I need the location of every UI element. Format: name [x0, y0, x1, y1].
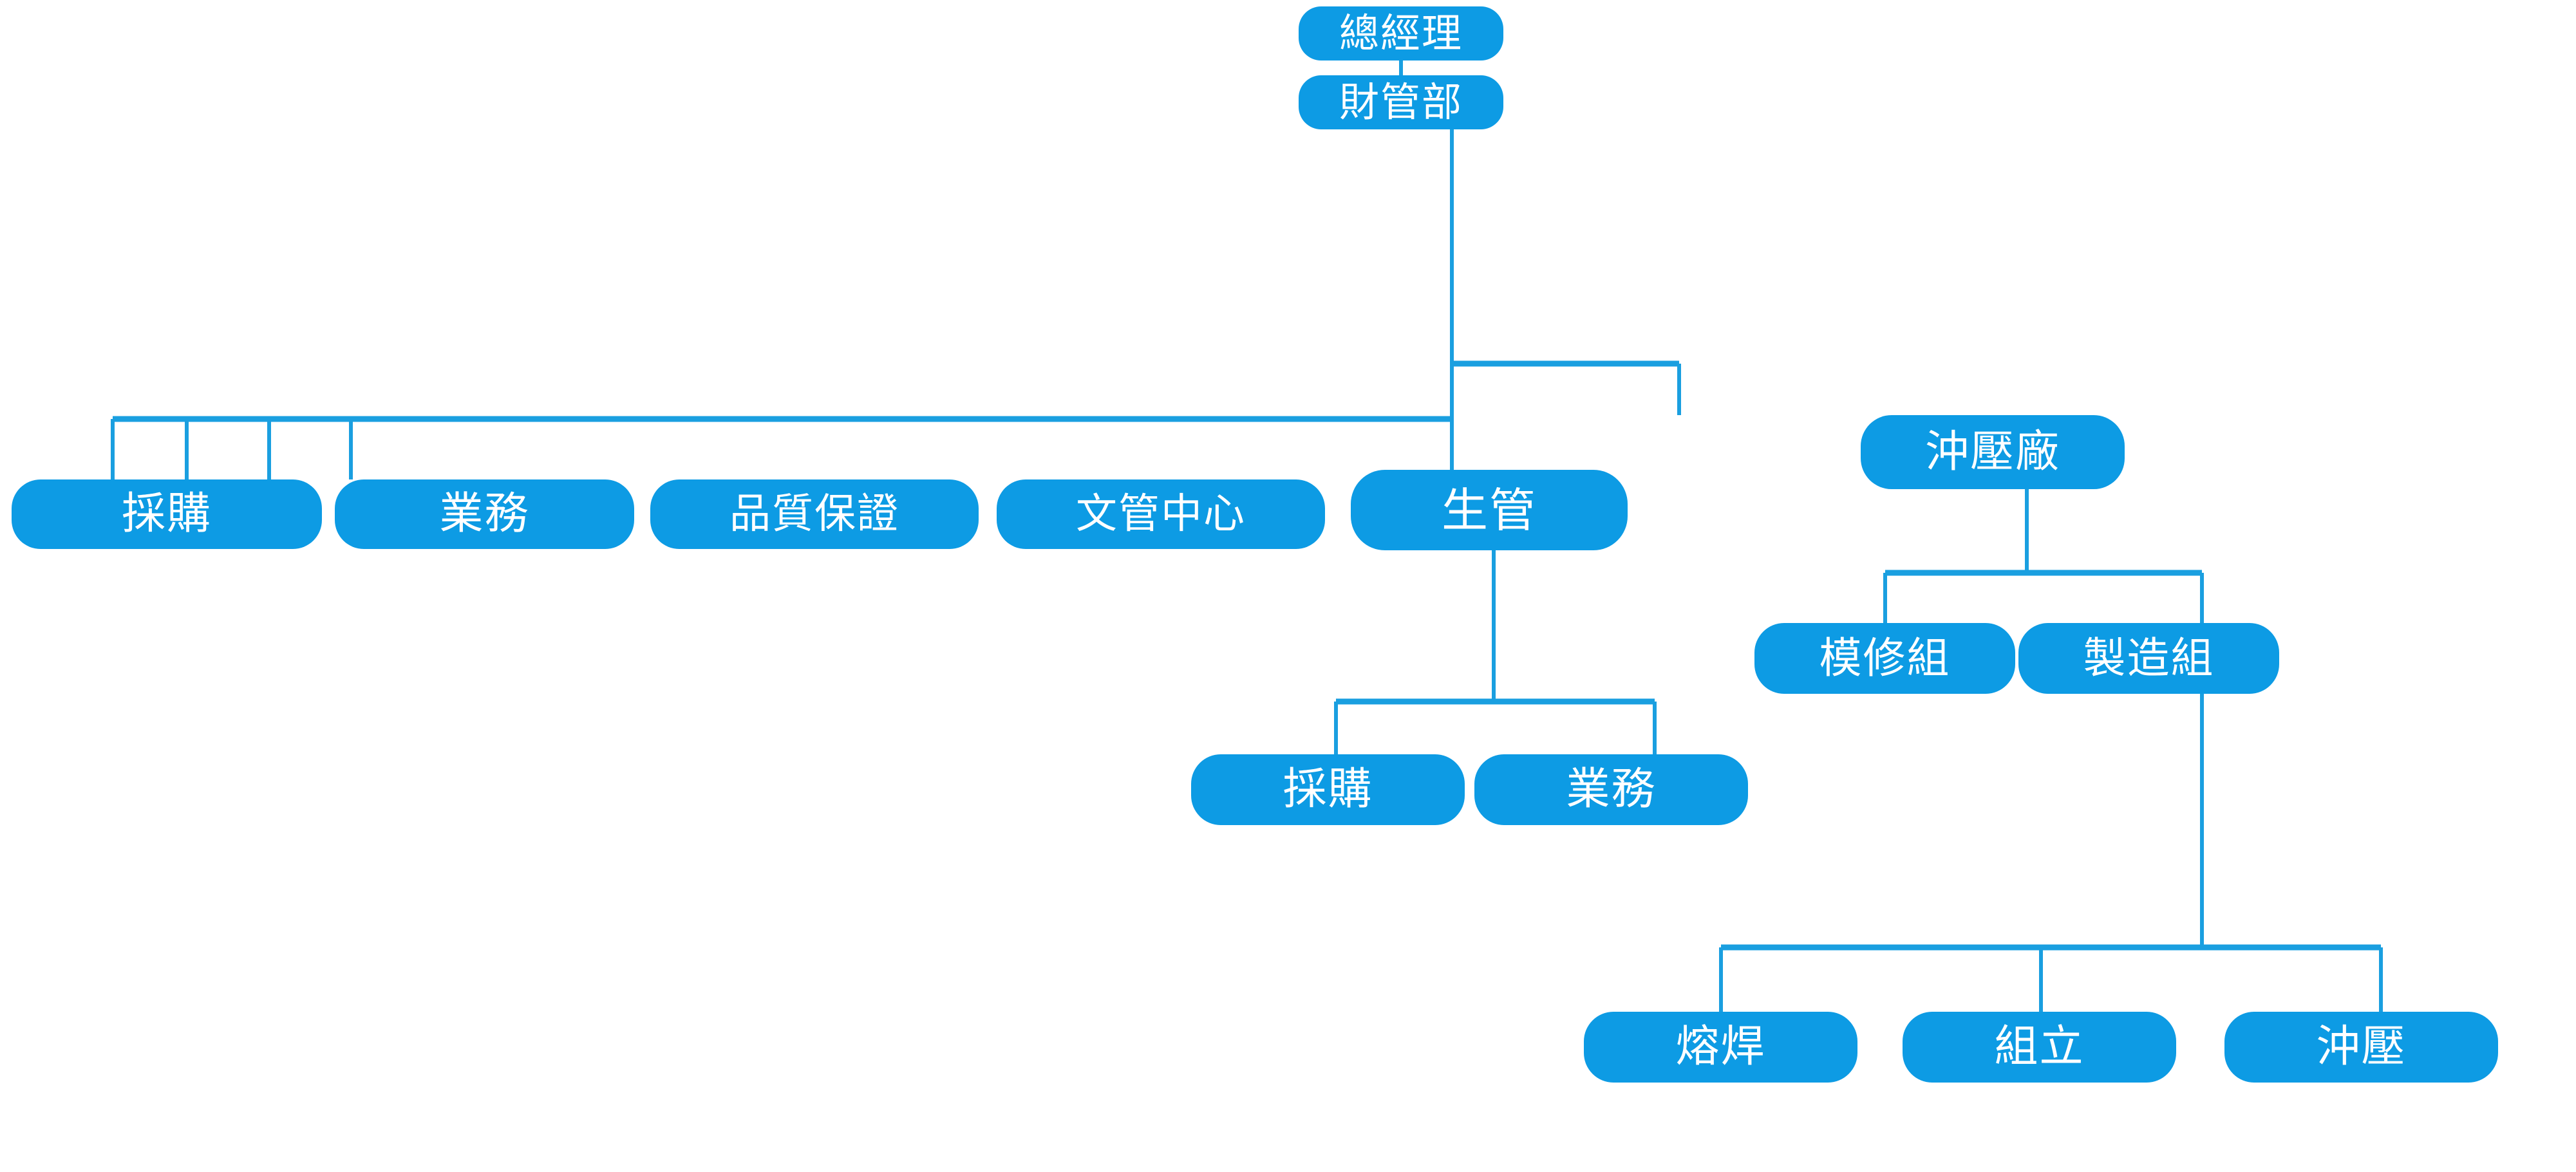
org-node-label-document-center: 文管中心: [1076, 490, 1246, 538]
org-node-label-sales-sub: 業務: [1566, 764, 1657, 815]
org-node-label-manufacturing-team: 製造組: [2083, 633, 2215, 683]
org-node-general-manager[interactable]: 總經理: [1299, 6, 1503, 60]
org-node-manufacturing-team[interactable]: 製造組: [2018, 623, 2279, 694]
org-node-label-sales-top: 業務: [439, 488, 530, 539]
org-node-label-procurement-sub: 採購: [1283, 764, 1373, 815]
org-node-finance-dept[interactable]: 財管部: [1299, 75, 1503, 129]
org-node-label-general-manager: 總經理: [1339, 10, 1463, 57]
org-node-sales-sub[interactable]: 業務: [1474, 754, 1748, 825]
org-node-sales-top[interactable]: 業務: [335, 479, 634, 549]
org-node-label-welding: 熔焊: [1675, 1021, 1766, 1072]
org-node-label-quality-assurance: 品質保證: [729, 490, 899, 538]
org-node-procurement-sub[interactable]: 採購: [1191, 754, 1465, 825]
org-node-label-finance-dept: 財管部: [1339, 79, 1463, 126]
org-node-label-procurement-top: 採購: [121, 488, 212, 539]
org-node-label-stamping: 沖壓: [2316, 1021, 2407, 1072]
org-node-stamping[interactable]: 沖壓: [2224, 1012, 2498, 1083]
org-node-document-center[interactable]: 文管中心: [997, 479, 1325, 549]
org-node-procurement-top[interactable]: 採購: [12, 479, 322, 549]
org-node-label-mold-repair-team: 模修組: [1819, 633, 1951, 683]
org-node-assembly[interactable]: 組立: [1903, 1012, 2176, 1083]
org-node-quality-assurance[interactable]: 品質保證: [650, 479, 979, 549]
org-node-label-production-control: 生管: [1441, 483, 1537, 537]
org-node-welding[interactable]: 熔焊: [1584, 1012, 1857, 1083]
org-node-label-stamping-plant: 沖壓廠: [1924, 426, 2060, 478]
org-node-stamping-plant[interactable]: 沖壓廠: [1861, 415, 2125, 489]
org-node-mold-repair-team[interactable]: 模修組: [1754, 623, 2015, 694]
org-node-production-control[interactable]: 生管: [1351, 470, 1628, 550]
org-node-label-assembly: 組立: [1994, 1021, 2085, 1072]
